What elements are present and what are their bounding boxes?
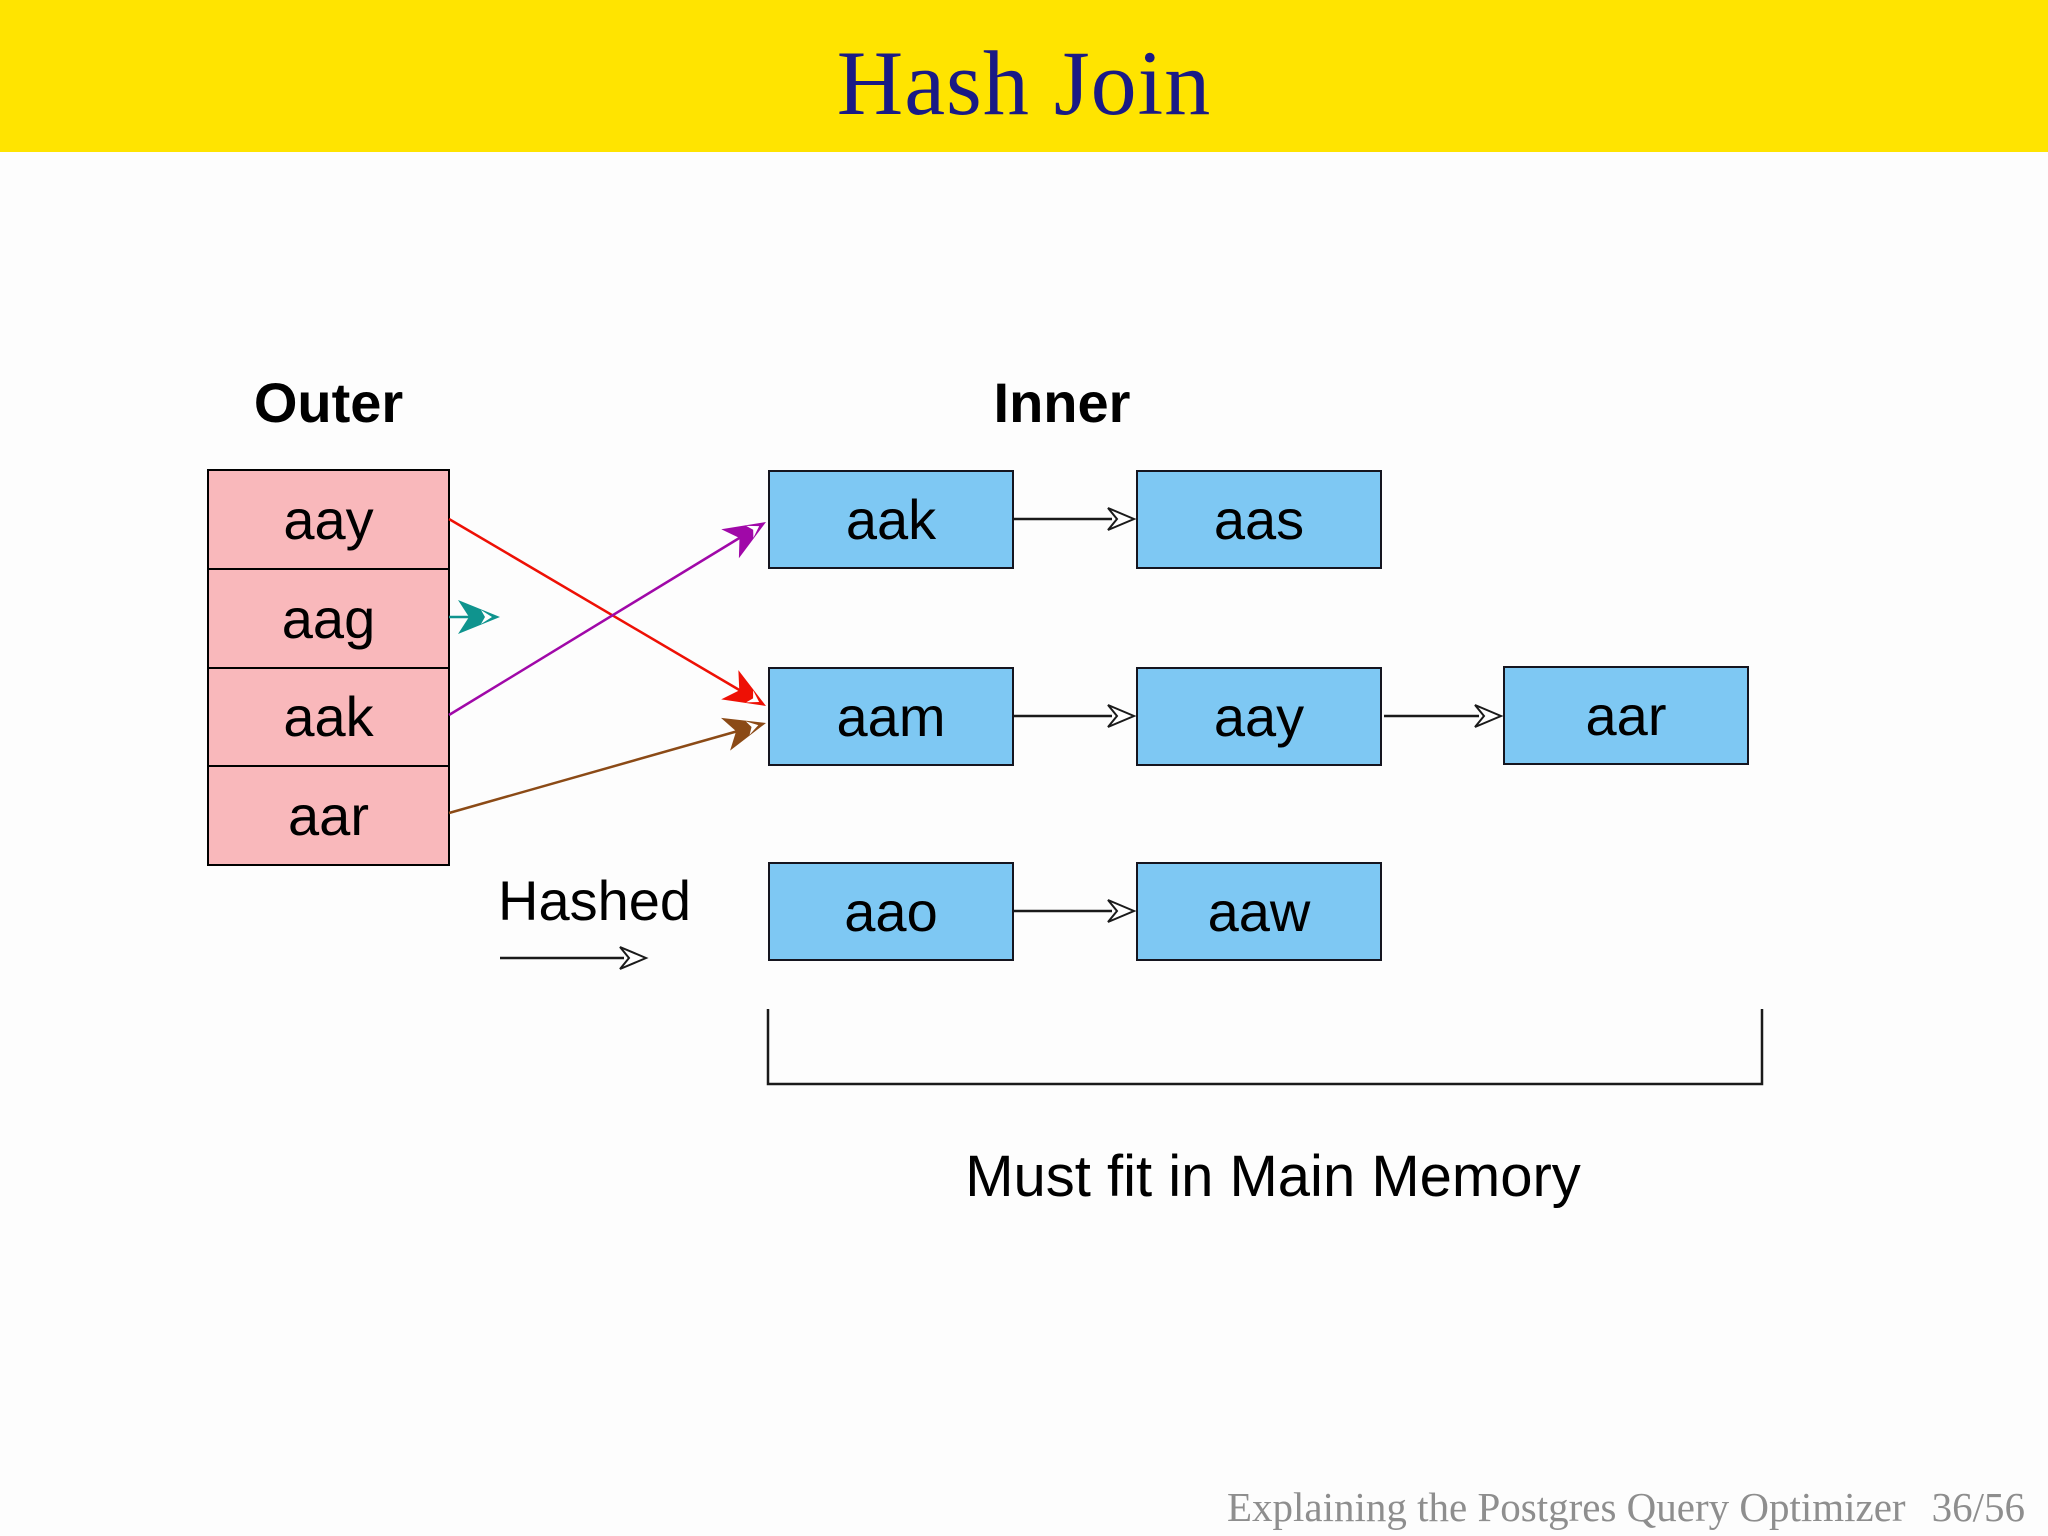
slide-header-band: Hash Join: [0, 0, 2048, 152]
outer-row-aar: aar: [209, 767, 448, 864]
inner-bucket-box-aam: aam: [768, 667, 1014, 766]
chain-arrow-aam-aay: [1014, 704, 1137, 728]
inner-bucket-box-aas: aas: [1136, 470, 1382, 569]
inner-bucket-box-aaw: aaw: [1136, 862, 1382, 961]
footer-title: Explaining the Postgres Query Optimizer: [1226, 1484, 1906, 1530]
chain-arrow-aay-aar: [1384, 704, 1504, 728]
outer-table-label: Outer: [253, 371, 404, 434]
chain-arrow-aao-aaw: [1014, 899, 1137, 923]
outer-row-aay: aay: [209, 471, 448, 570]
main-memory-note: Must fit in Main Memory: [965, 1144, 1581, 1209]
outer-row-aak: aak: [209, 668, 448, 768]
brown-hash-arrow: [448, 717, 766, 815]
teal-hash-arrow: [449, 600, 500, 634]
inner-bucket-box-aay: aay: [1136, 667, 1382, 766]
chain-arrow-aak-aas: [1014, 507, 1137, 531]
slide-title: Hash Join: [836, 32, 1212, 134]
red-hash-arrow: [448, 517, 766, 706]
purple-hash-arrow: [448, 522, 766, 717]
slide-footer: Explaining the Postgres Query Optimizer 3…: [1227, 1483, 2025, 1531]
hashed-arrow: [500, 946, 649, 970]
outer-row-aag: aag: [209, 569, 448, 669]
main-memory-bracket: [766, 1009, 1764, 1086]
inner-bucket-box-aar: aar: [1503, 666, 1749, 765]
footer-page-number: 36/56: [1931, 1484, 2025, 1530]
inner-bucket-box-aao: aao: [768, 862, 1014, 961]
outer-relation-table: aay aag aak aar: [207, 469, 450, 866]
hashed-label: Hashed: [498, 869, 692, 932]
inner-bucket-box-aak: aak: [768, 470, 1014, 569]
inner-table-label: Inner: [993, 371, 1131, 434]
